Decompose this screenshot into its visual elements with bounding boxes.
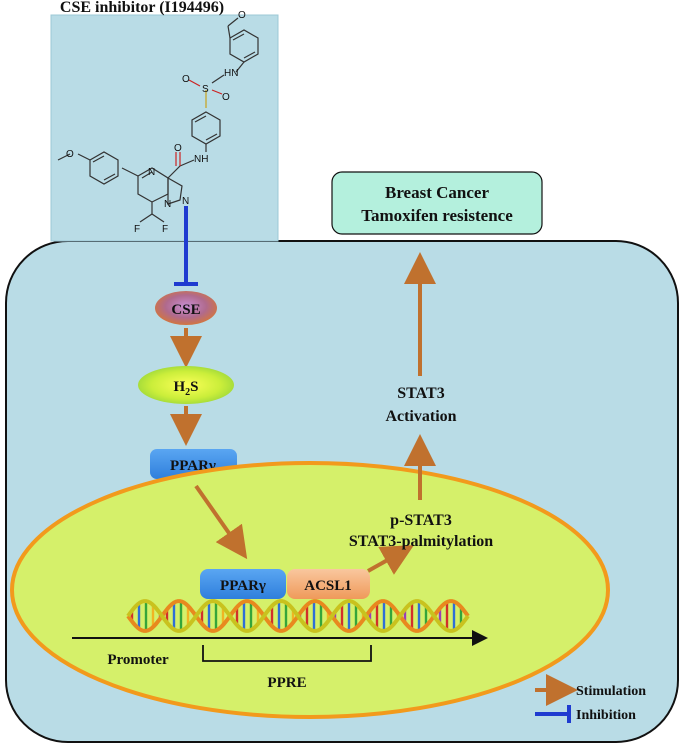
pstat3-label-line1: p-STAT3 (390, 512, 452, 529)
ppar-dna-label: PPARγ (220, 578, 266, 594)
ppre-label: PPRE (267, 675, 306, 691)
atom-o-methoxy: O (66, 149, 74, 160)
outcome-line1: Breast Cancer (385, 183, 489, 202)
inhibition-connector (174, 206, 198, 286)
ppar-dna-node: PPARγ (200, 569, 286, 599)
atom-o-right: O (222, 92, 230, 103)
inhibitor-structure-box (50, 14, 279, 242)
atom-hn: HN (224, 68, 238, 79)
atom-f1: F (134, 224, 140, 235)
outcome-line2: Tamoxifen resistence (361, 206, 513, 225)
atom-o-amide: O (174, 143, 182, 154)
pstat3-label-line2: STAT3-palmitylation (349, 533, 493, 550)
legend-inhibition-label: Inhibition (576, 708, 636, 723)
atom-o-left: O (182, 74, 190, 85)
atom-n1: N (148, 167, 155, 178)
inhibitor-chemical-structure (57, 17, 259, 223)
cse-node: CSE (155, 291, 217, 325)
h2s-node: H2S (138, 366, 234, 404)
inhibitor-title: CSE inhibitor (I194496) (60, 0, 224, 16)
atom-n2: N (164, 199, 171, 210)
ppre-bracket (202, 645, 372, 662)
promoter-label: Promoter (107, 652, 169, 668)
arrow-ppar-to-nucleus (194, 484, 248, 560)
stat3-activation-line1: STAT3 (397, 385, 444, 402)
atom-n3: N (182, 196, 189, 207)
arrow-acsl1-to-pstat3 (367, 545, 414, 575)
atom-f2: F (162, 224, 168, 235)
atom-s: S (202, 84, 209, 95)
dna-strand-b (126, 599, 470, 633)
stat3-activation-line2: Activation (385, 408, 456, 425)
atom-o-top: O (238, 10, 246, 21)
acsl1-node: ACSL1 (287, 569, 370, 599)
inhibitor-panel: CSE inhibitor (I194496) (50, 0, 279, 242)
legend: Stimulation Inhibition (535, 674, 646, 723)
dna-helix (126, 599, 470, 633)
outcome-box: Breast Cancer Tamoxifen resistence (331, 171, 543, 235)
h2s-label: H2S (173, 379, 198, 398)
atom-nh: NH (194, 154, 208, 165)
acsl1-label: ACSL1 (304, 578, 352, 594)
legend-stimulation-label: Stimulation (576, 684, 646, 699)
cse-label: CSE (171, 302, 200, 318)
